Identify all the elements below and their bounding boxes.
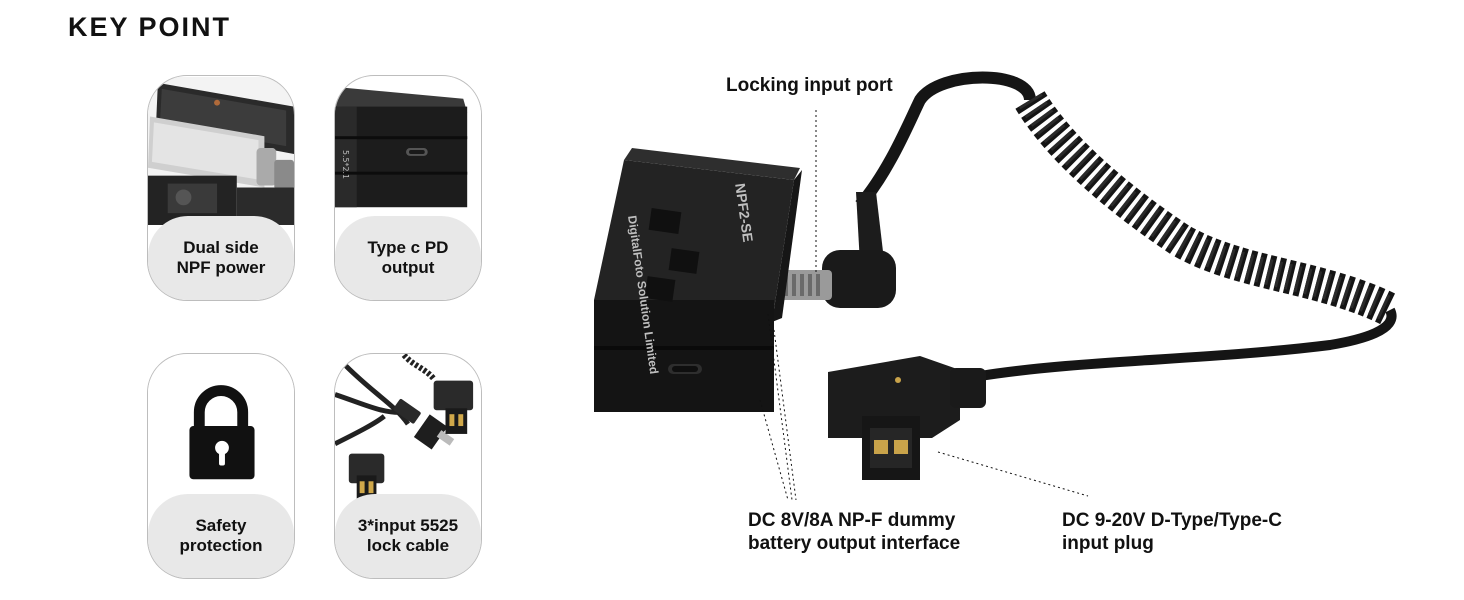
caption-line: output bbox=[381, 258, 435, 277]
caption-line: Dual side bbox=[183, 238, 259, 257]
feature-caption: Safety protection bbox=[148, 494, 294, 578]
caption-line: Type c PD bbox=[367, 238, 449, 257]
caption-line: protection bbox=[179, 536, 263, 555]
caption-line: NPF power bbox=[176, 258, 266, 277]
d-tap-plug bbox=[828, 356, 986, 480]
feature-card-cable: 3*input 5525 lock cable bbox=[334, 353, 482, 579]
cable-connectors-icon bbox=[335, 354, 481, 503]
leader-lines bbox=[759, 110, 1089, 500]
feature-caption: 3*input 5525 lock cable bbox=[335, 494, 481, 578]
callout-locking-input-port: Locking input port bbox=[726, 74, 893, 97]
callout-text: DC 9-20V D-Type/Type-C bbox=[1062, 510, 1282, 531]
feature-card-safety: Safety protection bbox=[147, 353, 295, 579]
caption-line: 3*input 5525 bbox=[357, 516, 459, 535]
usb-c-port-icon: 5.5*2.1 bbox=[335, 77, 481, 225]
coiled-cable bbox=[855, 71, 1398, 381]
feature-caption: Dual side NPF power bbox=[148, 216, 294, 300]
callout-output-interface: DC 8V/8A NP-F dummy battery output inter… bbox=[748, 509, 960, 555]
locking-plug bbox=[780, 192, 896, 308]
callout-text: Locking input port bbox=[726, 75, 893, 96]
callout-text: battery output interface bbox=[748, 533, 961, 554]
callout-input-plug: DC 9-20V D-Type/Type-C input plug bbox=[1062, 509, 1282, 555]
feature-card-type-c: 5.5*2.1 Type c PD output bbox=[334, 75, 482, 301]
caption-line: Safety bbox=[195, 516, 247, 535]
camera-monitor-rig-icon bbox=[148, 77, 294, 225]
page-title: KEY POINT bbox=[68, 12, 232, 42]
callout-text: DC 8V/8A NP-F dummy bbox=[748, 510, 956, 531]
np-f-dummy-battery: DigitalFoto Solution Limited NPF2-SE bbox=[594, 148, 802, 412]
product-illustration: DigitalFoto Solution Limited NPF2-SE bbox=[594, 71, 1398, 500]
feature-caption: Type c PD output bbox=[335, 216, 481, 300]
feature-card-dual-npf: Dual side NPF power bbox=[147, 75, 295, 301]
callout-text: input plug bbox=[1062, 533, 1154, 554]
padlock-icon bbox=[148, 355, 294, 503]
svg-text:5.5*2.1: 5.5*2.1 bbox=[341, 150, 350, 179]
caption-line: lock cable bbox=[366, 536, 450, 555]
